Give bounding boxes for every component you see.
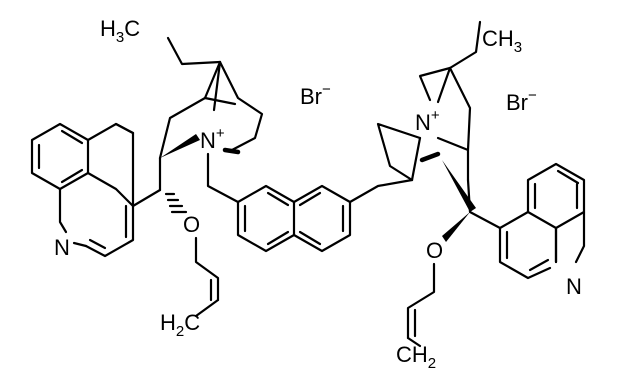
left-quinoline-benzo-ring [30, 122, 90, 191]
right-bromide-ion: Br− [506, 87, 537, 115]
right-quinoline-benzo-ring [526, 162, 586, 264]
right-ch2-label: CH2 [396, 342, 436, 372]
left-h2c-label: H2C [160, 310, 200, 340]
left-quinoline-pyridine-ring [58, 122, 135, 258]
right-ether-oxygen: O [426, 238, 443, 263]
left-hashed-bond [164, 192, 188, 214]
right-wedge-bond [442, 160, 476, 212]
left-quinuclidine-cage [158, 60, 264, 160]
left-methylene-linker [206, 152, 240, 204]
left-allyl-chain [194, 236, 220, 302]
left-wedge-bond [160, 134, 200, 158]
right-quaternary-nitrogen: N+ [415, 107, 440, 135]
right-quinoline-pyridine-ring [498, 210, 558, 280]
left-h3c-label: H3C [100, 16, 140, 46]
left-quinoline-to-carbinol-bond [131, 188, 162, 208]
left-allyl-terminal-bond [194, 298, 220, 318]
left-bromide-ion: Br− [300, 81, 331, 109]
right-quinuclidine-cage [376, 20, 482, 182]
left-ethyl-chain [166, 36, 222, 66]
right-allyl-terminal-bond [406, 336, 422, 348]
right-oxygen-wedge-bond [442, 212, 470, 242]
right-methylene-linker [348, 178, 414, 204]
naphthalene-core [236, 184, 352, 253]
right-quinoline-nitrogen: N [566, 274, 582, 299]
right-allyl-chain [406, 262, 436, 340]
right-ch3-label: CH3 [482, 26, 522, 56]
left-ether-oxygen: O [183, 212, 200, 237]
left-quinoline-nitrogen: N [54, 235, 70, 260]
left-quaternary-nitrogen: N+ [200, 125, 225, 153]
